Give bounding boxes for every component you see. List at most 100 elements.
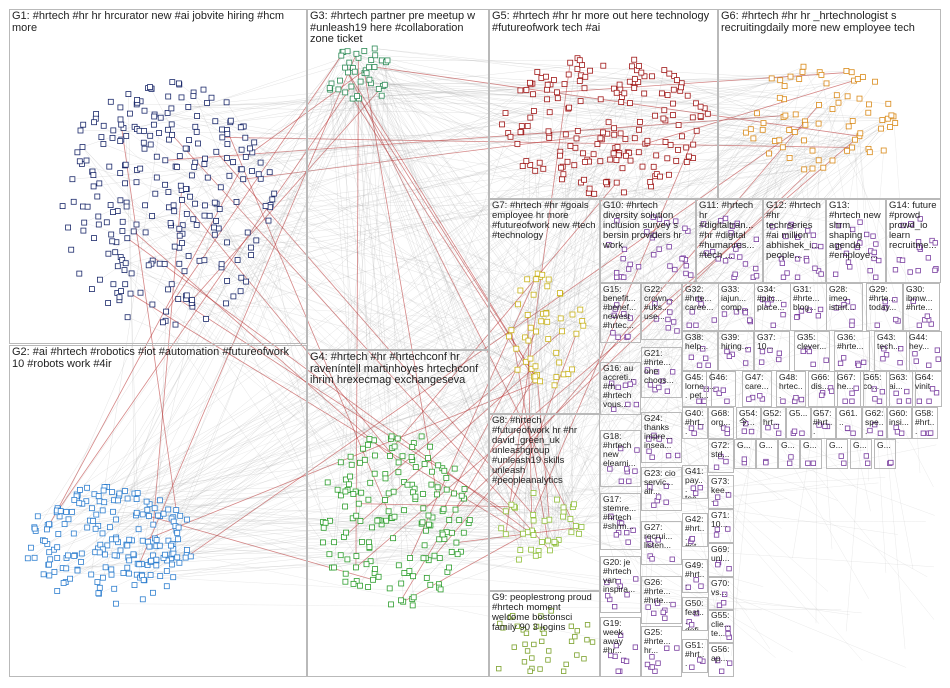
group-panel-g61: G61... bbox=[836, 407, 862, 439]
edge bbox=[426, 157, 790, 579]
node bbox=[408, 454, 415, 461]
group-label: G47: care... bbox=[745, 372, 769, 391]
group-panel-g8: G8: #hrtech #futureofwork hr #hr david_g… bbox=[489, 414, 600, 591]
node bbox=[141, 127, 147, 134]
node bbox=[141, 145, 148, 152]
node bbox=[84, 524, 91, 531]
edge bbox=[524, 133, 621, 338]
node bbox=[353, 50, 360, 57]
edge bbox=[508, 336, 782, 529]
node bbox=[631, 56, 638, 63]
edge bbox=[555, 115, 892, 544]
node bbox=[153, 153, 160, 160]
node bbox=[51, 569, 58, 575]
edge bbox=[358, 57, 521, 291]
edge bbox=[338, 89, 796, 458]
node bbox=[168, 542, 174, 549]
group-panel-g5: G5: #hrtech #hr hr more out here technol… bbox=[489, 9, 718, 199]
edge bbox=[821, 74, 914, 570]
node bbox=[226, 172, 233, 179]
node bbox=[223, 155, 230, 162]
edge bbox=[580, 113, 758, 183]
edge bbox=[381, 95, 528, 127]
edge bbox=[204, 152, 870, 261]
node bbox=[251, 139, 258, 146]
node bbox=[69, 508, 75, 515]
edge bbox=[535, 97, 780, 332]
group-label: G3: #hrtech partner pre meetup w #unleas… bbox=[310, 10, 479, 45]
edge bbox=[221, 267, 576, 527]
node bbox=[163, 583, 170, 590]
node bbox=[99, 507, 106, 514]
edge bbox=[215, 151, 534, 516]
node bbox=[76, 158, 83, 165]
edge bbox=[347, 51, 550, 520]
node bbox=[65, 516, 72, 523]
edge bbox=[554, 358, 871, 543]
node bbox=[65, 224, 71, 231]
node bbox=[168, 281, 175, 288]
edge bbox=[34, 316, 751, 528]
edge bbox=[547, 540, 708, 607]
edge bbox=[381, 95, 555, 542]
edge bbox=[134, 493, 334, 568]
node bbox=[350, 491, 357, 497]
edge bbox=[535, 182, 607, 332]
node bbox=[106, 163, 113, 170]
edge bbox=[37, 168, 544, 517]
edge bbox=[532, 130, 698, 516]
node bbox=[372, 52, 379, 59]
edge bbox=[197, 85, 384, 117]
edge bbox=[136, 71, 355, 513]
node bbox=[344, 48, 351, 55]
group-label: G34: #pitc... place... bbox=[757, 284, 785, 312]
node bbox=[54, 544, 61, 551]
node bbox=[425, 512, 432, 519]
edge bbox=[409, 136, 860, 559]
edge bbox=[124, 269, 536, 377]
edge bbox=[370, 83, 551, 85]
group-label: G... bbox=[759, 440, 773, 450]
node bbox=[336, 77, 343, 84]
node bbox=[78, 559, 84, 565]
node bbox=[109, 488, 115, 495]
group-label: G27: recrui... listen... bbox=[644, 522, 675, 550]
node bbox=[399, 453, 406, 460]
edge bbox=[385, 62, 632, 471]
edge bbox=[645, 80, 855, 145]
node bbox=[67, 575, 73, 582]
group-label: G36: #hrte... bbox=[837, 332, 864, 351]
node bbox=[161, 261, 168, 267]
edge bbox=[375, 55, 800, 80]
node bbox=[140, 577, 147, 583]
node bbox=[395, 459, 402, 466]
edge bbox=[381, 60, 531, 359]
node bbox=[371, 64, 378, 70]
node bbox=[102, 564, 109, 571]
node bbox=[91, 235, 97, 242]
node bbox=[80, 121, 87, 128]
node bbox=[120, 570, 127, 576]
edge bbox=[451, 369, 518, 552]
group-label: G29: #hrte... today... bbox=[869, 284, 898, 312]
node bbox=[262, 203, 269, 210]
node bbox=[142, 229, 149, 236]
node bbox=[435, 462, 442, 469]
node bbox=[342, 570, 349, 577]
group-label: G68: org... bbox=[711, 408, 732, 427]
group-label: G44: hey... bbox=[909, 332, 930, 351]
edge bbox=[331, 83, 394, 492]
node bbox=[147, 141, 154, 148]
node bbox=[381, 81, 388, 88]
edge bbox=[150, 52, 343, 561]
node bbox=[224, 130, 231, 137]
edge bbox=[333, 444, 937, 568]
node bbox=[421, 542, 428, 549]
edge bbox=[381, 74, 822, 96]
node bbox=[420, 505, 427, 512]
group-label: G38: help... bbox=[685, 332, 709, 351]
edge bbox=[188, 70, 847, 108]
edge bbox=[505, 511, 638, 520]
node bbox=[116, 294, 123, 301]
